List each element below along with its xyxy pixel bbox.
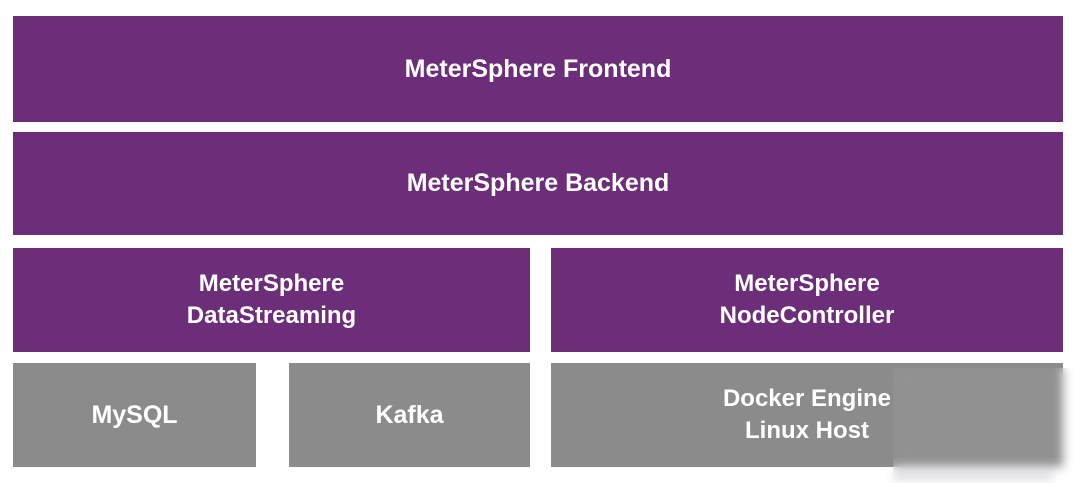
layer-backend: MeterSphere Backend [13, 132, 1063, 235]
layer-kafka-label: Kafka [375, 400, 444, 429]
layer-nodecontroller: MeterSphere NodeController [551, 248, 1063, 352]
layer-mysql-label: MySQL [91, 400, 178, 429]
layer-datastreaming-label: MeterSphere DataStreaming [186, 270, 357, 329]
layer-kafka: Kafka [289, 363, 530, 467]
layer-frontend: MeterSphere Frontend [13, 16, 1063, 122]
layer-docker-host-label: Docker Engine Linux Host [722, 385, 892, 444]
layer-backend-label: MeterSphere Backend [406, 169, 670, 197]
layer-nodecontroller-label: MeterSphere NodeController [719, 270, 895, 329]
layer-docker-host: Docker Engine Linux Host [551, 363, 1063, 467]
layer-frontend-label: MeterSphere Frontend [404, 54, 672, 83]
layer-datastreaming: MeterSphere DataStreaming [13, 248, 530, 352]
layer-mysql: MySQL [13, 363, 256, 467]
